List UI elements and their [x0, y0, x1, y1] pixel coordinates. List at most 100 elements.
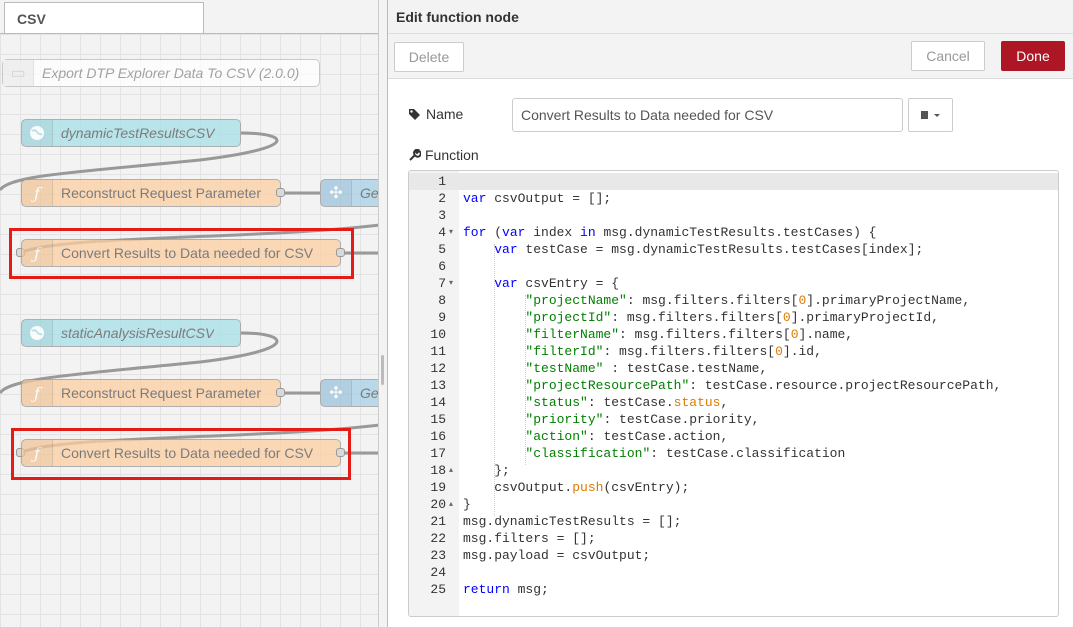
code-text: msg.dynamicTestResults = []; — [463, 514, 682, 529]
line-number: 18 — [430, 463, 446, 478]
indent-guide — [525, 295, 526, 465]
code-text: "action": testCase.action, — [525, 429, 729, 444]
code-line[interactable]: 15 "priority": testCase.priority, — [409, 411, 1058, 428]
fold-close-icon[interactable]: ▴ — [449, 466, 454, 475]
name-label: Name — [408, 106, 463, 122]
code-text: var csvOutput = []; — [463, 191, 612, 206]
function-icon: ƒ — [22, 240, 53, 266]
wrench-icon — [409, 148, 421, 161]
name-input[interactable] — [512, 98, 903, 132]
code-text: "projectId": msg.filters.filters[0].prim… — [525, 310, 939, 325]
code-text: }; — [463, 463, 510, 478]
code-text: "testName" : testCase.testName, — [525, 361, 768, 376]
function-node-label: Convert Results to Data needed for CSV — [61, 445, 314, 461]
subflow-node[interactable]: ✣ Ge — [320, 379, 380, 407]
puzzle-icon: ✣ — [321, 380, 352, 406]
splitter-grip[interactable] — [381, 355, 384, 385]
code-line[interactable]: 3 — [409, 207, 1058, 224]
panel-splitter[interactable] — [378, 0, 387, 627]
subflow-node-label: Ge — [360, 385, 379, 401]
flow-wires — [0, 131, 380, 455]
globe-icon — [22, 120, 53, 146]
code-line[interactable]: 8 "projectName": msg.filters.filters[0].… — [409, 292, 1058, 309]
tray-title: Edit function node — [388, 0, 1073, 34]
line-number: 3 — [438, 208, 446, 223]
code-line[interactable]: 4▾for (var index in msg.dynamicTestResul… — [409, 224, 1058, 241]
indent-guide — [494, 244, 495, 516]
code-text: var testCase = msg.dynamicTestResults.te… — [494, 242, 924, 257]
code-text: "status": testCase.status, — [525, 395, 729, 410]
code-line[interactable]: 18▴ }; — [409, 462, 1058, 479]
highlight-box — [9, 228, 354, 279]
fold-open-icon[interactable]: ▾ — [449, 228, 454, 237]
link-in-node[interactable]: dynamicTestResultsCSV — [21, 119, 241, 147]
line-number: 15 — [430, 412, 446, 427]
line-number: 9 — [438, 310, 446, 325]
output-port[interactable] — [276, 188, 285, 197]
subflow-node-label: Ge — [360, 185, 379, 201]
code-text: msg.payload = csvOutput; — [463, 548, 651, 563]
flow-tab-csv[interactable]: CSV — [4, 2, 204, 33]
function-node-convert[interactable]: ƒ Convert Results to Data needed for CSV — [21, 439, 341, 467]
line-number: 1 — [438, 174, 446, 189]
delete-button[interactable]: Delete — [394, 42, 464, 72]
function-node-reconstruct[interactable]: ƒ Reconstruct Request Parameter — [21, 379, 281, 407]
line-number: 6 — [438, 259, 446, 274]
tag-icon — [409, 108, 420, 120]
code-line[interactable]: 19 csvOutput.push(csvEntry); — [409, 479, 1058, 496]
flow-tab-bar: CSV — [0, 0, 380, 34]
code-line[interactable]: 7▾ var csvEntry = { — [409, 275, 1058, 292]
code-line[interactable]: 12 "testName" : testCase.testName, — [409, 360, 1058, 377]
function-node-reconstruct[interactable]: ƒ Reconstruct Request Parameter — [21, 179, 281, 207]
done-button[interactable]: Done — [1001, 41, 1065, 71]
comment-node-label: Export DTP Explorer Data To CSV (2.0.0) — [42, 65, 300, 81]
code-line[interactable]: 13 "projectResourcePath": testCase.resou… — [409, 377, 1058, 394]
code-text: var csvEntry = { — [494, 276, 620, 291]
link-in-node[interactable]: staticAnalysisResultCSV — [21, 319, 241, 347]
code-line[interactable]: 14 "status": testCase.status, — [409, 394, 1058, 411]
code-line[interactable]: 20▴} — [409, 496, 1058, 513]
editor-gutter — [409, 171, 459, 616]
tray-toolbar: Delete Cancel Done — [388, 34, 1073, 79]
code-text: "priority": testCase.priority, — [525, 412, 760, 427]
line-number: 13 — [430, 378, 446, 393]
function-node-label: Reconstruct Request Parameter — [61, 385, 261, 401]
code-line[interactable]: 24 — [409, 564, 1058, 581]
fold-close-icon[interactable]: ▴ — [449, 500, 454, 509]
line-number: 19 — [430, 480, 446, 495]
code-line[interactable]: 11 "filterId": msg.filters.filters[0].id… — [409, 343, 1058, 360]
code-line[interactable]: 16 "action": testCase.action, — [409, 428, 1058, 445]
line-number: 25 — [430, 582, 446, 597]
code-line[interactable]: 5 var testCase = msg.dynamicTestResults.… — [409, 241, 1058, 258]
globe-icon — [22, 320, 53, 346]
comment-icon: ▭ — [3, 60, 34, 86]
subflow-node[interactable]: ✣ Ge — [320, 179, 380, 207]
puzzle-icon: ✣ — [321, 180, 352, 206]
library-button[interactable] — [908, 98, 953, 132]
book-icon — [920, 111, 940, 119]
code-line[interactable]: 1 — [409, 173, 1058, 190]
code-line[interactable]: 9 "projectId": msg.filters.filters[0].pr… — [409, 309, 1058, 326]
function-icon: ƒ — [22, 380, 53, 406]
cancel-button[interactable]: Cancel — [911, 41, 985, 71]
code-line[interactable]: 17 "classification": testCase.classifica… — [409, 445, 1058, 462]
output-port[interactable] — [336, 248, 345, 257]
line-number: 22 — [430, 531, 446, 546]
fold-open-icon[interactable]: ▾ — [449, 279, 454, 288]
function-node-convert[interactable]: ƒ Convert Results to Data needed for CSV — [21, 239, 341, 267]
code-line[interactable]: 6 — [409, 258, 1058, 275]
function-label: Function — [408, 147, 479, 163]
comment-node[interactable]: ▭ Export DTP Explorer Data To CSV (2.0.0… — [2, 59, 320, 87]
function-icon: ƒ — [22, 180, 53, 206]
output-port[interactable] — [336, 448, 345, 457]
output-port[interactable] — [276, 388, 285, 397]
line-number: 8 — [438, 293, 446, 308]
code-line[interactable]: 10 "filterName": msg.filters.filters[0].… — [409, 326, 1058, 343]
